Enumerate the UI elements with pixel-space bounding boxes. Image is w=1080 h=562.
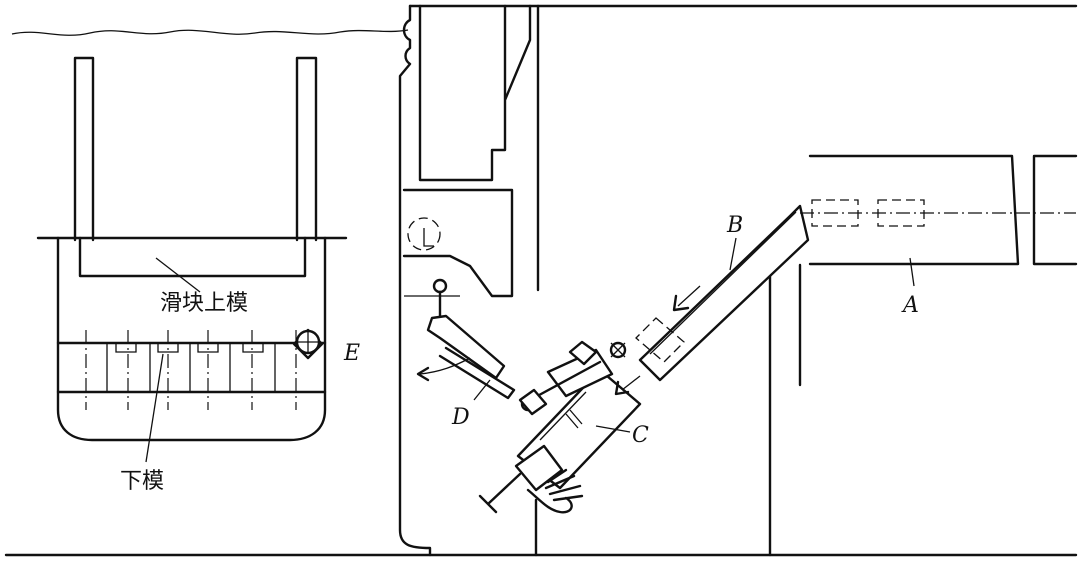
label-c: C (632, 423, 649, 448)
lever-arrow (419, 357, 471, 375)
lower-bracket (526, 488, 573, 514)
lever-body (426, 314, 506, 380)
holder-dashed-circle (407, 217, 441, 251)
cylinder-arrow-head (614, 380, 630, 396)
lever-pivot (432, 278, 448, 294)
rod-end-block (518, 388, 548, 416)
leader-lower-die (145, 353, 164, 463)
upper-die (78, 236, 307, 278)
rear-support (768, 263, 802, 557)
leader-c (595, 425, 631, 433)
cylinder-arrow (621, 375, 641, 391)
magazine-box (808, 154, 1020, 266)
label-d: D (451, 405, 470, 430)
ram-column (418, 4, 532, 182)
press-frame (398, 4, 802, 557)
cylinder-stripe (539, 391, 587, 441)
leader-d (473, 379, 491, 401)
lower-die-segments (106, 343, 276, 392)
label-b: B (726, 213, 743, 238)
break-line (11, 29, 409, 36)
sensor-e-cross (297, 331, 319, 353)
frame-left-contour (398, 4, 432, 557)
clamp-knob (568, 340, 598, 366)
guide-post-right (295, 56, 318, 242)
press-slide-assembly (36, 56, 348, 463)
die-body (56, 236, 327, 442)
lower-clamp (514, 444, 564, 492)
magazine-part-2 (877, 199, 925, 227)
chute-arrow (677, 285, 701, 307)
clamp-pin-cross (610, 342, 626, 358)
tool-holder-block (402, 188, 514, 298)
label-lower-die: 下模 (120, 469, 164, 494)
magazine-a (800, 154, 1078, 287)
leader-b (729, 237, 737, 271)
label-upper-die: 滑块上模 (160, 291, 248, 316)
chute-body (638, 204, 810, 382)
label-e: E (343, 341, 360, 366)
lever-arrow-head (416, 366, 430, 382)
label-a: A (901, 293, 919, 318)
transfer-cylinder-c (478, 340, 642, 514)
leader-a (909, 257, 915, 287)
holder-pin (423, 228, 434, 247)
lower-screw (478, 472, 522, 514)
feed-chute-b (635, 204, 810, 382)
guide-post-left (73, 56, 95, 242)
lever-arm (438, 346, 516, 400)
lever-d (416, 278, 536, 412)
magazine-right-box (1032, 154, 1078, 266)
spring-hooks (544, 468, 584, 502)
leader-upper-die (155, 257, 201, 293)
cylinder-mark (565, 409, 583, 429)
chute-inner-line (649, 211, 797, 355)
chute-arrow-head (672, 294, 690, 312)
clamp-rod (528, 360, 602, 402)
magazine-part-1 (811, 199, 859, 227)
die-pads (115, 343, 264, 353)
